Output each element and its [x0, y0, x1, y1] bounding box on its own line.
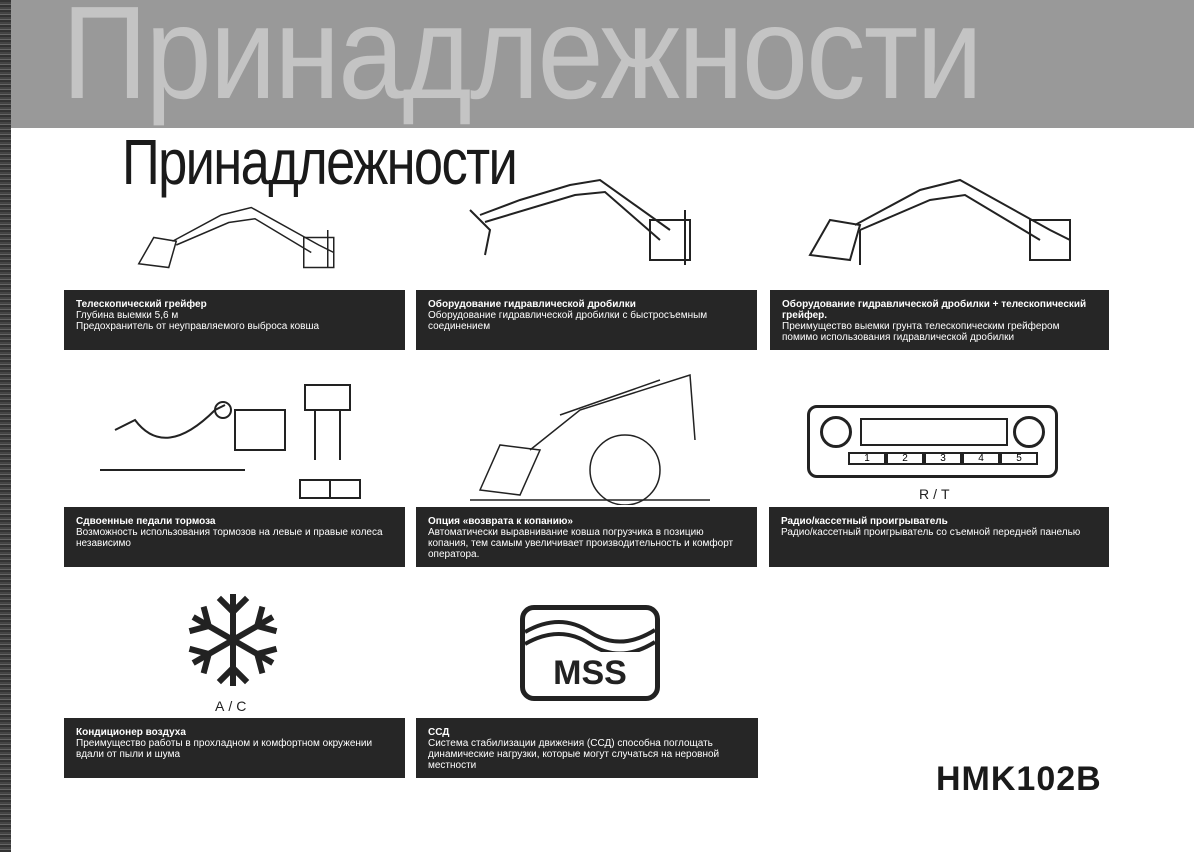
caption-title: Телескопический грейфер [76, 299, 207, 310]
hydraulic-breaker-illustration [469, 178, 691, 265]
preset-button: 2 [886, 452, 924, 465]
left-edge-strip [0, 0, 11, 852]
page-title: Принадлежности [122, 126, 518, 198]
caption-breaker-and-grab: Оборудование гидравлической дробилки + т… [770, 290, 1109, 350]
mss-logo: MSS [520, 605, 660, 701]
return-to-dig-illustration [470, 373, 710, 505]
header-bar: Принадлежности [0, 0, 1194, 128]
telescopic-grab-illustration [137, 206, 335, 269]
radio-label: R/T [919, 486, 954, 502]
caption-return-to-dig: Опция «возврата к копанию»Автоматически … [416, 507, 757, 567]
model-name: HMK102B [936, 760, 1102, 798]
radio-cassette-player: 1 2 3 4 5 [807, 405, 1058, 478]
snowflake-icon [185, 594, 281, 688]
preset-button: 4 [962, 452, 1000, 465]
preset-button: 5 [1000, 452, 1038, 465]
preset-button: 3 [924, 452, 962, 465]
caption-line: Автоматически выравнивание ковша погрузч… [428, 527, 734, 560]
brake-pedals-illustration [100, 384, 361, 499]
caption-line: Преимущество работы в прохладном и комфо… [76, 738, 373, 760]
caption-line: Глубина выемки 5,6 м [76, 310, 179, 321]
caption-title: ССД [428, 727, 450, 738]
mss-logo-text: MSS [553, 654, 627, 692]
caption-title: Радио/кассетный проигрыватель [781, 516, 948, 527]
caption-line: Радио/кассетный проигрыватель со съемной… [781, 527, 1081, 538]
caption-line: Преимущество выемки грунта телескопическ… [782, 321, 1060, 343]
preset-buttons: 1 2 3 4 5 [848, 452, 1038, 465]
right-knob [1013, 416, 1045, 448]
caption-title: Опция «возврата к копанию» [428, 516, 573, 527]
ac-label: A/C [215, 698, 251, 714]
left-knob [820, 416, 852, 448]
breaker-and-grab-illustration [808, 178, 1071, 265]
caption-title: Сдвоенные педали тормоза [76, 516, 216, 527]
caption-title: Оборудование гидравлической дробилки [428, 299, 636, 310]
radio-display [860, 418, 1008, 446]
caption-line: Система стабилизации движения (ССД) спос… [428, 738, 720, 771]
background-title: Принадлежности [62, 0, 983, 126]
caption-line: Предохранитель от неуправляемого выброса… [76, 321, 320, 332]
preset-button: 1 [848, 452, 886, 465]
caption-title: Кондиционер воздуха [76, 727, 186, 738]
caption-line: Возможность использования тормозов на ле… [76, 527, 383, 549]
caption-title: Оборудование гидравлической дробилки + т… [782, 299, 1087, 321]
caption-line: Оборудование гидравлической дробилки с б… [428, 310, 708, 332]
